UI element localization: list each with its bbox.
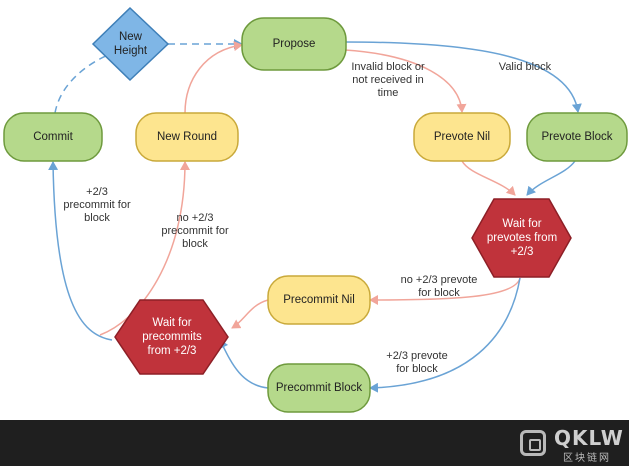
node-prevote-block-shape [526,112,628,162]
edge-wait-prevotes-to-precommit-block [369,277,521,393]
edge-label-precommit-for-block: +2/3 precommit for block [63,186,131,224]
watermark-sub: 区块链网 [563,453,611,464]
edge-propose-to-prevote-block [344,41,582,113]
node-new-round-shape [135,112,239,162]
edge-prevote-nil-to-wait-prevotes [461,160,516,196]
edge-label-no-precommit-for-block: no +2/3 precommit for block [161,212,229,250]
node-wait-precommits-label: Wait for precommits from +2/3 [142,317,202,357]
edge-precommit-nil-to-wait-precommits [231,299,269,329]
edge-label-prevote-for-block: +2/3 prevote for block [386,350,448,375]
watermark-logo-icon [520,430,546,456]
node-commit-label: Commit [33,131,73,143]
edge-wait-precommits-to-new-round [99,161,190,336]
node-wait-precommits-shape [114,299,229,375]
node-prevote-block-label: Prevote Block [541,131,613,143]
node-precommit-block-label: Precommit Block [275,382,363,394]
node-prevote-nil-shape [413,112,511,162]
edge-wait-prevotes-to-precommit-nil [369,277,521,305]
node-propose-shape [241,17,347,71]
node-precommit-nil-shape [267,275,371,325]
node-propose-label: Propose [272,38,316,50]
edge-new-round-to-propose [184,41,243,114]
edge-commit-to-new-height [54,54,109,114]
node-precommit-nil-label: Precommit Nil [283,294,355,306]
node-new-height-label: New Height [113,31,148,57]
node-wait-prevotes-shape [471,198,572,278]
node-wait-prevotes-label: Wait for prevotes from +2/3 [486,218,558,258]
footer-bar [0,420,629,466]
node-new-height-shape [91,6,170,82]
edge-propose-to-prevote-nil [344,49,467,113]
node-precommit-block-shape [267,363,371,413]
edge-label-no-prevote-for-block: no +2/3 prevote for block [400,274,478,299]
edge-wait-precommits-to-commit [48,161,113,341]
node-commit-shape [3,112,103,162]
edge-label-invalid-block: Invalid block or not received in time [351,61,425,99]
edge-precommit-block-to-wait-precommits [219,339,269,389]
edge-prevote-block-to-wait-prevotes [526,160,576,196]
diagram-canvas [3,6,628,413]
node-new-round-label: New Round [156,131,218,143]
watermark-brand: QKLW [554,426,624,450]
edge-label-valid-block: Valid block [498,61,552,73]
node-prevote-nil-label: Prevote Nil [433,131,491,143]
